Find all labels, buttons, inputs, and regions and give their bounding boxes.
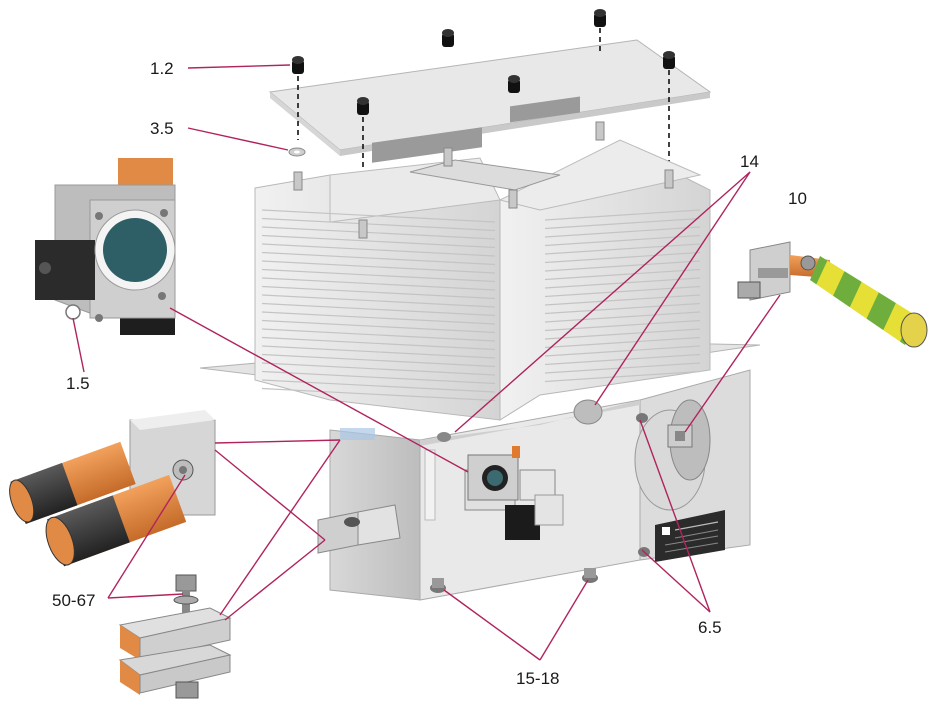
cooling-fin	[544, 294, 701, 306]
cover-cap-nuts	[292, 9, 675, 115]
inset-ground-cable	[737, 241, 928, 348]
cooling-fin	[544, 234, 701, 247]
cooling-fins-right	[544, 209, 701, 383]
cap-nut	[508, 75, 520, 93]
cooling-fin	[261, 217, 496, 232]
cooling-fin	[544, 336, 701, 349]
cooling-fin	[544, 302, 701, 315]
cooling-fin	[544, 345, 701, 357]
washer	[288, 147, 306, 157]
cap-nut	[357, 97, 369, 115]
callout-14: 14	[740, 152, 759, 171]
cooling-fin	[544, 311, 701, 323]
top-bracket	[372, 96, 580, 191]
cooling-fin	[261, 209, 496, 223]
callout-3-5: 3.5	[150, 119, 174, 138]
leader-50-67a	[107, 474, 186, 599]
inset-counter	[35, 158, 176, 335]
cooling-fin	[261, 353, 496, 368]
cooling-fin	[261, 379, 496, 393]
cooling-fin	[261, 260, 496, 274]
cooling-fin	[261, 226, 496, 240]
cooling-fins-left	[261, 209, 496, 402]
cooling-fin	[261, 345, 496, 359]
cooling-fin	[261, 285, 496, 300]
leader-lines	[72, 64, 781, 661]
cooling-fin	[544, 319, 701, 332]
leader-15-18b	[539, 579, 589, 661]
cooling-fin	[544, 328, 701, 340]
leader-14b	[594, 171, 751, 406]
cooling-fin	[261, 294, 496, 308]
leader-conn-c	[219, 439, 341, 616]
surge-counter-mounted	[464, 446, 564, 540]
bus-connector	[317, 428, 401, 554]
leader-1-2	[187, 64, 291, 69]
leader-15-18a	[443, 589, 541, 661]
inset-cable-connectors	[9, 410, 216, 567]
cooling-fin	[544, 362, 701, 374]
leader-1-5	[72, 317, 85, 373]
cooling-fin	[544, 226, 701, 238]
cap-nut	[663, 51, 675, 69]
cooling-fin	[544, 268, 701, 281]
callout-1-5: 1.5	[66, 374, 90, 393]
top-studs	[293, 121, 674, 239]
leader-counter	[169, 307, 469, 473]
cooling-fin	[261, 328, 496, 342]
leader-6-5b	[641, 549, 711, 613]
cooling-fin	[261, 243, 496, 257]
cooling-fin	[261, 336, 496, 351]
leader-14a	[454, 171, 751, 433]
cooling-fin	[544, 285, 701, 298]
left-finned-stack	[254, 157, 501, 421]
cooling-fin	[544, 243, 701, 255]
cooling-fin	[261, 251, 496, 266]
cooling-fin	[544, 209, 701, 221]
leader-3-5	[187, 127, 289, 151]
cooling-fin	[544, 277, 701, 289]
cooling-fin	[261, 302, 496, 317]
cooling-fin	[261, 319, 496, 334]
cooling-fin	[544, 370, 701, 383]
cooling-fin	[544, 260, 701, 272]
callout-50-67: 50-67	[52, 591, 95, 610]
cooling-fin	[544, 251, 701, 264]
cap-nut	[442, 29, 454, 47]
cooling-fin	[544, 353, 701, 366]
housing-bolts	[430, 399, 650, 593]
cooling-fin	[261, 362, 496, 376]
callout-15-18: 15-18	[516, 669, 559, 688]
cooling-fin	[261, 370, 496, 385]
leader-conn-a	[214, 439, 341, 444]
scale-strip	[424, 449, 436, 521]
cooling-fin	[544, 217, 701, 230]
cap-nut	[292, 56, 304, 74]
cooling-fin	[261, 277, 496, 291]
cooling-fin	[261, 234, 496, 249]
cooling-fin	[261, 311, 496, 325]
callout-6-5: 6.5	[698, 618, 722, 637]
leader-conn-d	[224, 539, 326, 621]
cap-nut	[594, 9, 606, 27]
leader-50-67b	[107, 593, 184, 599]
inset-clamp-assembly	[118, 574, 232, 699]
leader-conn-b	[214, 449, 326, 541]
callout-10: 10	[788, 189, 807, 208]
cooling-fin	[261, 387, 496, 402]
leader-6-5a	[639, 419, 711, 613]
cooling-fin	[261, 268, 496, 283]
rating-plate	[655, 510, 725, 562]
top-cover-plate	[268, 39, 712, 156]
callout-labels: 1.2 3.5 1.5 14 10 50-67 6.5 15-18	[52, 59, 807, 688]
callout-1-2: 1.2	[150, 59, 174, 78]
leader-10	[684, 294, 781, 433]
